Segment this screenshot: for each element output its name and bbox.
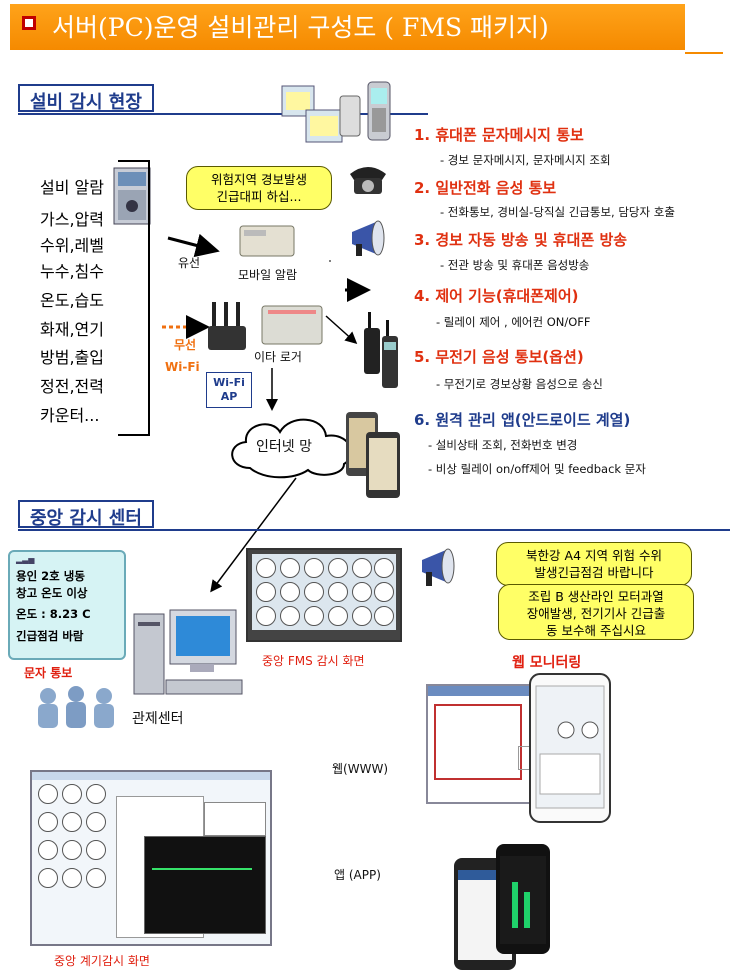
walkie-talkie-icon xyxy=(364,312,398,388)
b-callout: 조립 B 생산라인 모터과열 장애발생, 전기기사 긴급출 동 보수해 주십시요 xyxy=(498,584,694,640)
fms-screen-label: 중앙 FMS 감시 화면 xyxy=(262,654,365,668)
gauge-screen-label: 중앙 계기감시 화면 xyxy=(54,954,150,968)
fms-monitor xyxy=(246,548,402,642)
section-underline-center xyxy=(18,529,730,531)
people-icon xyxy=(38,686,114,728)
phone-icon xyxy=(281,81,391,143)
feature-title: 2. 일반전화 음성 통보 xyxy=(414,179,557,197)
web-monitoring-label: 웹 모니터링 xyxy=(512,655,582,671)
header-underline xyxy=(685,52,723,54)
fms-monitor-display xyxy=(252,554,396,630)
wifi-label: Wi-Fi xyxy=(165,360,200,374)
control-center-label: 관제센터 xyxy=(132,711,184,727)
section-underline-field xyxy=(18,113,428,115)
feature-sub: - 전관 방송 및 휴대폰 음성방송 xyxy=(440,258,590,272)
sensor-item: 화재,연기 xyxy=(40,320,104,339)
cloud-icon xyxy=(231,418,353,479)
feature-sub: - 전화통보, 경비실-당직실 긴급통보, 담당자 호출 xyxy=(440,205,675,219)
sms-phone-screen: ▂▃▅ 용인 2호 냉동 창고 온도 이상 온도 : 8.23 C 긴급점검 바… xyxy=(8,550,126,660)
feature-title: 1. 휴대폰 문자메시지 통보 xyxy=(414,126,584,144)
header-bullet-icon xyxy=(22,16,36,30)
page-title: 서버(PC)운영 설비관리 구성도 ( FMS 패키지) xyxy=(52,13,549,42)
sensor-item: 수위,레벨 xyxy=(40,236,104,255)
sensor-item: 온도,습도 xyxy=(40,291,104,310)
feature-sub: - 경보 문자메시지, 문자메시지 조회 xyxy=(440,153,611,167)
tablet-icon xyxy=(529,673,611,823)
signal-icon: ▂▃▅ xyxy=(16,555,35,564)
header-bar xyxy=(10,4,685,50)
feature-sub: - 설비상태 조회, 전화번호 변경 xyxy=(428,438,578,452)
sensor-item: 설비 알람 xyxy=(40,178,104,197)
feature-sub: - 무전기로 경보상황 음성으로 송신 xyxy=(436,377,603,391)
app-label: 앱 (APP) xyxy=(334,868,381,882)
sms-line: 용인 2호 냉동 xyxy=(16,569,85,583)
wifi-ap-box: Wi-Fi AP xyxy=(206,372,252,408)
web-label: 웹(WWW) xyxy=(332,762,388,776)
danger-callout: 위험지역 경보발생 긴급대피 하십... xyxy=(186,166,332,210)
feature-title: 6. 원격 관리 앱(안드로이드 계열) xyxy=(414,411,631,429)
computer-icon xyxy=(133,609,243,695)
web-screen xyxy=(426,684,546,804)
a4-callout: 북한강 A4 지역 위험 수위 발생긴급점검 바랍니다 xyxy=(496,542,692,586)
feature-title: 4. 제어 기능(휴대폰제어) xyxy=(414,287,579,305)
sensor-item: 방범,출입 xyxy=(40,348,104,367)
sensor-item: 카운터... xyxy=(40,406,100,425)
gauge-screen xyxy=(30,770,272,946)
sms-line: 긴급점검 바람 xyxy=(16,629,84,643)
section-title-center: 중앙 감시 센터 xyxy=(18,500,154,529)
sensor-item: 누수,침수 xyxy=(40,262,104,281)
mobile-alarm-label: 모바일 알람 xyxy=(238,268,298,282)
megaphone-icon xyxy=(422,548,455,586)
internet-label: 인터넷 망 xyxy=(256,439,312,455)
section-title-field: 설비 감시 현장 xyxy=(18,84,154,113)
app-phones-icon xyxy=(454,844,550,970)
feature-title: 3. 경보 자동 방송 및 휴대폰 방송 xyxy=(414,231,628,249)
sensor-bracket xyxy=(118,160,150,436)
sms-line: 창고 온도 이상 xyxy=(16,586,88,600)
megaphone-icon xyxy=(352,220,385,256)
wireless-label: 무선 xyxy=(174,338,197,352)
wired-label: 유선 xyxy=(178,256,201,270)
telephone-icon xyxy=(350,167,386,194)
feature-sub: - 릴레이 제어 , 에어컨 ON/OFF xyxy=(436,315,591,329)
data-logger-icon xyxy=(261,305,323,345)
sms-notice-label: 문자 통보 xyxy=(24,666,73,680)
etc-logger-label: 이타 로거 xyxy=(254,350,302,364)
feature-title: 5. 무전기 음성 통보(옵션) xyxy=(414,348,584,366)
cabinet-icon xyxy=(113,167,151,225)
mobile-alarm-icon xyxy=(239,225,295,257)
sms-line: 온도 : 8.23 C xyxy=(16,607,91,621)
smartphone-icon xyxy=(346,412,400,498)
sensor-item: 가스,압력 xyxy=(40,210,104,229)
feature-sub: - 비상 릴레이 on/off제어 및 feedback 문자 xyxy=(428,462,646,476)
sensor-item: 정전,전력 xyxy=(40,377,104,396)
router-icon xyxy=(208,302,246,350)
